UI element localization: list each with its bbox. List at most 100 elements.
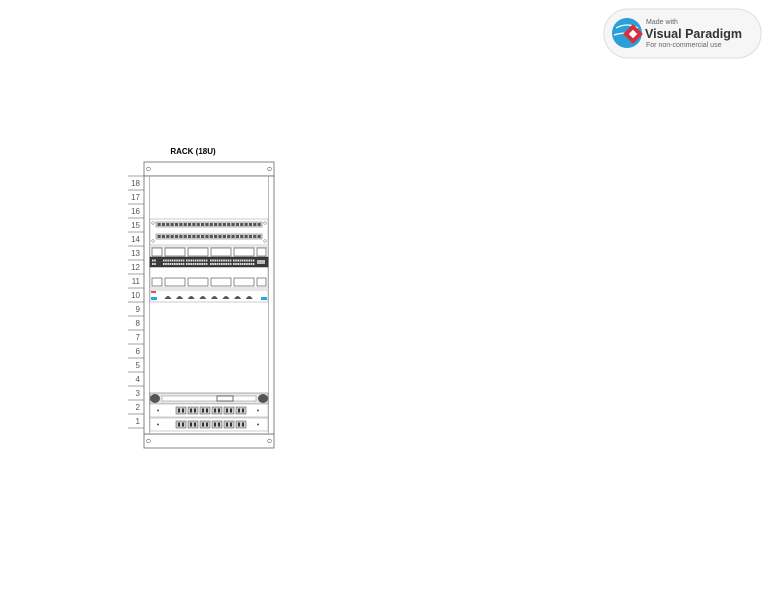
pdu-outlet: [175, 406, 187, 415]
watermark-usage: For non-commercial use: [646, 42, 722, 49]
rj45-port: [187, 223, 192, 226]
switch-port: [227, 259, 230, 262]
expansion-slot: [210, 247, 232, 257]
switch-port: [188, 263, 190, 265]
rj45-port: [161, 235, 166, 238]
switch-ports: [152, 259, 255, 265]
switch-port: [216, 263, 219, 265]
switch-port: [192, 263, 195, 265]
outlet-slot: [230, 422, 232, 427]
rj45-port: [235, 223, 239, 226]
cable-clip-blue: [151, 297, 157, 300]
rj45-port: [201, 223, 205, 226]
outlet-slot: [226, 422, 228, 427]
rj45-port: [201, 235, 205, 238]
switch-port: [210, 263, 212, 265]
patch-panel-port-row: [155, 221, 263, 228]
rj45-port: [196, 235, 200, 238]
switch-port: [154, 263, 156, 265]
switch-port: [190, 263, 192, 265]
pdu-outlet: [211, 420, 223, 429]
expansion-slot: [187, 247, 209, 257]
switch-port: [167, 259, 169, 262]
switch-port: [233, 259, 235, 262]
switch-port: [223, 263, 225, 265]
rack-unit-label: 8: [136, 319, 141, 328]
pdu-outlet: [199, 420, 211, 429]
switch-port: [197, 263, 199, 265]
expansion-slot: [187, 277, 209, 287]
cable-ring: [164, 296, 172, 299]
switch-port: [178, 259, 180, 262]
pdu-screw-icon: [257, 423, 259, 426]
rj45-port: [244, 235, 248, 238]
cable-manager[interactable]: [149, 289, 269, 303]
switch-port: [248, 259, 250, 262]
rj45-port: [231, 235, 235, 238]
patch-panel[interactable]: [149, 218, 269, 246]
rj45-port: [248, 235, 253, 238]
rj45-port: [174, 235, 179, 238]
switch-expansion-slots: [151, 247, 267, 257]
visual-paradigm-watermark[interactable]: Made with Visual Paradigm For non-commer…: [603, 8, 762, 59]
rj45-port: [183, 223, 187, 226]
switch-port: [194, 259, 197, 262]
switch-port: [218, 259, 221, 262]
expansion-slot: [233, 247, 255, 257]
outlet-slot: [182, 408, 184, 413]
rack-unit-label: 1: [136, 417, 141, 426]
switch-port: [199, 259, 201, 262]
network-switch[interactable]: [149, 246, 269, 289]
rack-shelf[interactable]: [149, 392, 269, 405]
status-led-red: [151, 291, 156, 293]
power-distribution-unit[interactable]: [149, 403, 269, 418]
switch-port: [216, 259, 219, 262]
switch-port: [225, 263, 227, 265]
switch-port: [199, 263, 201, 265]
switch-port: [182, 263, 185, 265]
switch-port: [186, 263, 188, 265]
shelf-bracket: [258, 394, 268, 403]
switch-port: [171, 259, 174, 262]
patch-panel-port-row: [155, 233, 263, 240]
outlet-slot: [242, 422, 244, 427]
rack-bottom-cap: [143, 433, 275, 449]
switch-port: [214, 259, 216, 262]
outlet-slot: [202, 422, 204, 427]
switch-port: [229, 263, 232, 265]
switch-port: [182, 259, 185, 262]
outlet-slot: [178, 408, 180, 413]
switch-port: [212, 263, 214, 265]
switch-port: [241, 263, 244, 265]
rj45-port: [166, 235, 170, 238]
rj45-port: [183, 235, 187, 238]
rack-unit-label: 13: [131, 249, 140, 258]
switch-port: [194, 263, 197, 265]
mount-screw-icon: [263, 221, 267, 225]
power-distribution-unit[interactable]: [149, 417, 269, 432]
expansion-slot: [164, 247, 186, 257]
cable-ring: [199, 296, 207, 299]
switch-port: [205, 263, 208, 265]
switch-port: [246, 259, 248, 262]
outlet-slot: [218, 408, 220, 413]
outlet-slot: [214, 422, 216, 427]
switch-port: [250, 263, 253, 265]
rj45-port: [253, 223, 257, 226]
rack-unit-label: 5: [136, 361, 141, 370]
switch-port: [212, 259, 214, 262]
outlet-slot: [242, 408, 244, 413]
rj45-port: [222, 235, 226, 238]
outlet-slot: [206, 408, 208, 413]
switch-port: [174, 259, 176, 262]
outlet-slot: [218, 422, 220, 427]
rack-unit-label: 18: [131, 179, 140, 188]
switch-port: [239, 263, 242, 265]
switch-port: [235, 259, 237, 262]
rack-unit-label: 6: [136, 347, 141, 356]
switch-port: [180, 263, 183, 265]
rj45-port: [214, 235, 218, 238]
rj45-port: [166, 223, 170, 226]
